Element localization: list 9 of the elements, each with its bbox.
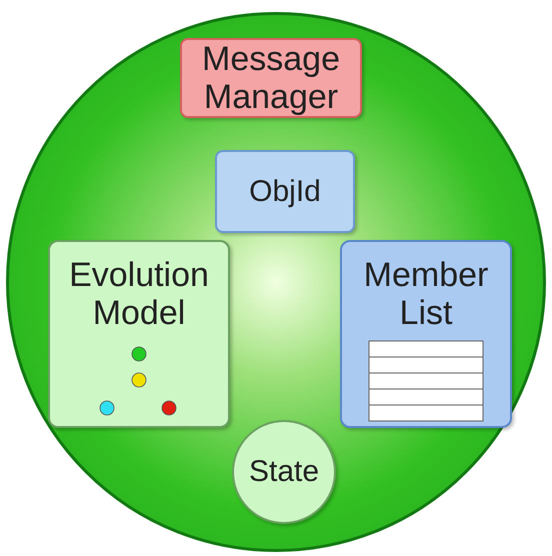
node-label: State bbox=[248, 454, 320, 490]
process-box bbox=[180, 38, 362, 118]
node-label: ObjId bbox=[249, 174, 321, 210]
process-box bbox=[215, 150, 355, 233]
node-label: Evolution Model bbox=[68, 256, 210, 332]
node-label: Member List bbox=[362, 256, 490, 332]
process-box bbox=[48, 240, 230, 428]
process-box bbox=[340, 240, 512, 428]
node-label: Message Manager bbox=[201, 40, 341, 116]
